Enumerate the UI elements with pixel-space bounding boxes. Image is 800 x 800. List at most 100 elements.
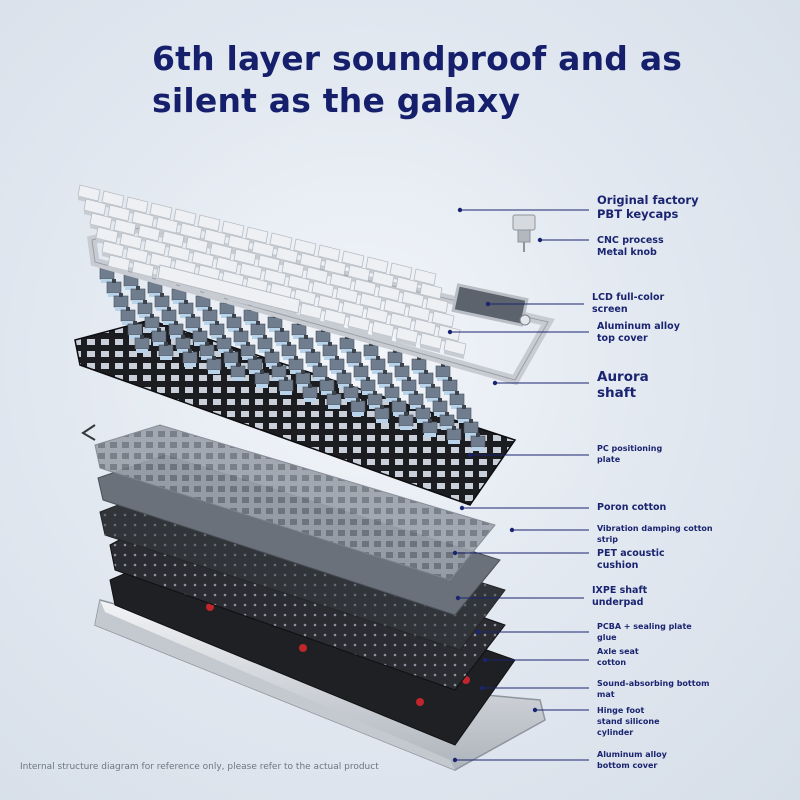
label-pcba: PCBA + sealing plate glue: [597, 622, 692, 642]
switch: [350, 398, 366, 416]
switch-array: [99, 265, 486, 451]
switch: [233, 328, 249, 346]
keycap-spacebar: [157, 264, 301, 314]
switch: [432, 398, 448, 416]
label-keycaps: Original factory PBT keycaps: [597, 193, 699, 221]
switch: [206, 356, 222, 374]
lcd-screen: [451, 283, 529, 327]
label-top-cover: Aluminum alloy top cover: [597, 321, 680, 344]
switch: [254, 370, 270, 388]
label-hinge: Hinge foot stand silicone cylinder: [597, 706, 660, 737]
switch: [302, 384, 318, 402]
switch: [223, 349, 239, 367]
switch: [178, 300, 194, 318]
switch: [377, 370, 393, 388]
keycap: [131, 260, 155, 281]
switch: [336, 370, 352, 388]
label-pc-plate: PC positioning plate: [597, 444, 663, 464]
leader-dot-vibration-strip: [509, 527, 515, 533]
switch: [384, 384, 400, 402]
switch: [360, 377, 376, 395]
switch: [120, 307, 136, 325]
keycap: [419, 332, 443, 353]
keycap: [83, 198, 107, 219]
switch: [192, 328, 208, 346]
switch: [271, 363, 287, 381]
keycap: [299, 302, 323, 323]
label-bottom-cover: Aluminum alloy bottom cover: [597, 750, 667, 770]
leader-dot-pet: [452, 550, 458, 556]
label-vibration-strip: Vibration damping cotton strip: [597, 524, 713, 544]
leader-dot-poron: [459, 505, 465, 511]
switch: [343, 384, 359, 402]
switch: [305, 349, 321, 367]
switch: [168, 321, 184, 339]
switch: [185, 314, 201, 332]
leader-dot-shaft: [492, 380, 498, 386]
keycap: [347, 314, 371, 335]
switch: [456, 405, 472, 423]
label-poron: Poron cotton: [597, 502, 667, 513]
switch: [175, 335, 191, 353]
keycap: [371, 320, 395, 341]
switch: [319, 377, 335, 395]
switch: [422, 419, 438, 437]
label-bottom-mat: Sound-absorbing bottom mat: [597, 679, 710, 699]
switch: [374, 405, 390, 423]
switch: [137, 300, 153, 318]
switch: [161, 307, 177, 325]
switch: [130, 286, 146, 304]
leader-dot-bottom-cover: [452, 757, 458, 763]
leader-dot-keycaps: [457, 207, 463, 213]
switch: [278, 377, 294, 395]
switch: [398, 412, 414, 430]
leader-dot-knob: [537, 237, 543, 243]
switch: [442, 377, 458, 395]
switch: [154, 293, 170, 311]
switch: [326, 391, 342, 409]
switch: [394, 363, 410, 381]
headline-line-1: 6th layer soundproof and as: [152, 39, 683, 78]
switch: [435, 363, 451, 381]
switch: [295, 370, 311, 388]
switch: [113, 293, 129, 311]
label-knob: CNC process Metal knob: [597, 235, 664, 258]
label-shaft: Aurora shaft: [597, 369, 649, 401]
leader-lines: [447, 207, 589, 763]
switch: [449, 391, 465, 409]
switch: [446, 426, 462, 444]
switch: [401, 377, 417, 395]
leader-dot-axle-seat: [482, 657, 488, 663]
switch: [391, 398, 407, 416]
switch: [367, 391, 383, 409]
switch: [127, 321, 143, 339]
switch: [209, 321, 225, 339]
keycap: [443, 338, 467, 359]
headline: 6th layer soundproof and as silent as th…: [152, 38, 682, 122]
leader-dot-pcba: [475, 629, 481, 635]
leader-dot-hinge: [532, 707, 538, 713]
switch: [353, 363, 369, 381]
switch: [250, 321, 266, 339]
switch: [182, 349, 198, 367]
switch: [425, 384, 441, 402]
switch: [322, 342, 338, 360]
switch: [411, 356, 427, 374]
label-ixpe: IXPE shaft underpad: [592, 585, 648, 608]
switch: [470, 433, 486, 451]
leader-dot-bottom-mat: [479, 685, 485, 691]
switch: [463, 419, 479, 437]
leader-dot-ixpe: [455, 595, 461, 601]
switch: [281, 342, 297, 360]
switch: [257, 335, 273, 353]
label-pet: PET acoustic cushion: [597, 548, 665, 571]
switch: [370, 356, 386, 374]
keycap-set: [77, 184, 467, 359]
leader-dot-pc-plate: [467, 452, 473, 458]
keycap: [323, 308, 347, 329]
switch: [202, 307, 218, 325]
switch: [226, 314, 242, 332]
switch: [298, 335, 314, 353]
switch: [230, 363, 246, 381]
switch: [134, 335, 150, 353]
